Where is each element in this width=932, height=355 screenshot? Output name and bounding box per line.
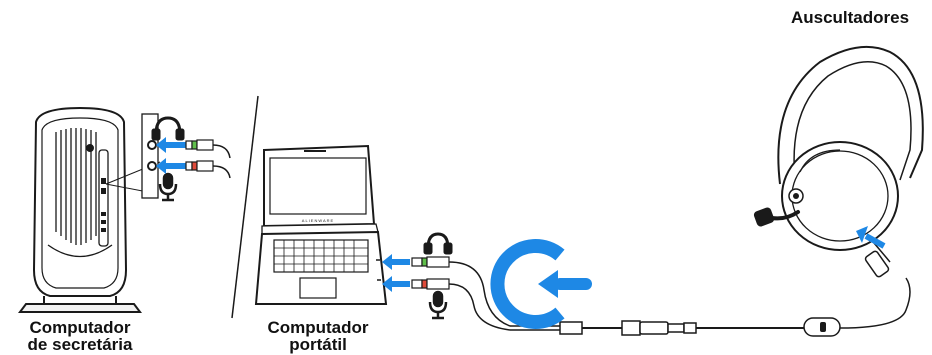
desktop-port-zoom — [141, 113, 231, 202]
desktop-label-line1: Computador — [29, 318, 131, 337]
laptop-mic-plug — [411, 278, 450, 290]
desktop-mic-plug — [185, 160, 231, 179]
microphone-icon — [428, 290, 448, 320]
divider-line — [231, 95, 259, 319]
laptop-label: Computador portátil — [248, 319, 388, 353]
connect-arrow-icon — [490, 239, 592, 329]
desktop-label-line2: de secretária — [27, 335, 133, 354]
headset-connect-arrow — [856, 226, 886, 249]
desktop-computer — [18, 106, 161, 313]
laptop-headphone-plug — [411, 256, 450, 268]
laptop-brand-text: ALIENWARE — [302, 218, 334, 223]
laptop-label-line1: Computador — [267, 318, 369, 337]
microphone-icon — [158, 172, 178, 202]
laptop-computer — [254, 144, 388, 305]
laptop-label-line2: portátil — [289, 335, 347, 354]
headset-label: Auscultadores — [770, 9, 930, 26]
headset — [753, 45, 924, 263]
desktop-headphone-plug — [185, 139, 231, 159]
audio-cable — [448, 250, 911, 337]
headset-label-text: Auscultadores — [790, 8, 910, 27]
headphones-icon — [423, 232, 453, 255]
laptop-ports — [382, 232, 453, 320]
headphones-icon — [151, 116, 185, 141]
desktop-label: Computador de secretária — [0, 319, 160, 353]
